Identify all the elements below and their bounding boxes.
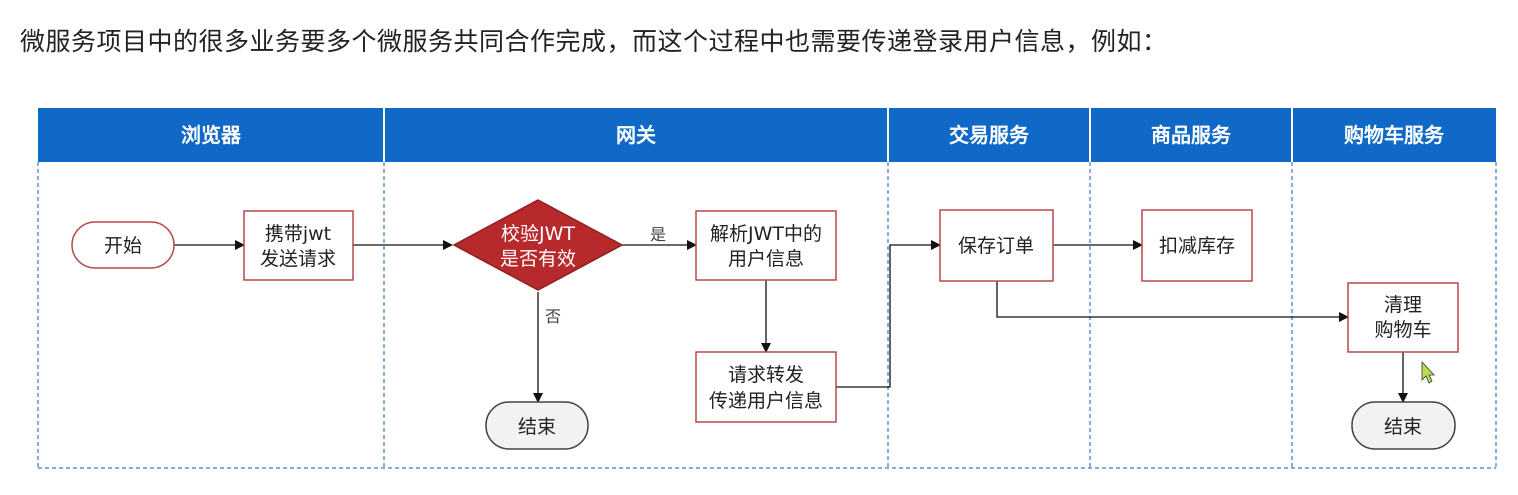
svg-text:购物车: 购物车 — [1374, 319, 1431, 341]
node-forward-request: 请求转发 传递用户信息 — [695, 351, 837, 423]
node-end-cart: 结束 — [1351, 401, 1456, 450]
node-parse-jwt: 解析JWT中的 用户信息 — [695, 210, 837, 281]
lane-frame — [37, 162, 1497, 469]
mouse-pointer-icon — [1421, 360, 1435, 384]
node-end-gateway: 结束 — [485, 401, 589, 450]
lane-title-item-service: 商品服务 — [1151, 123, 1232, 147]
edge-label-no: 否 — [545, 307, 561, 326]
node-clear-cart: 清理 购物车 — [1347, 282, 1459, 353]
node-start: 开始 — [71, 221, 175, 269]
edge-order-to-cart — [996, 281, 1349, 322]
intro-text: 微服务项目中的很多业务要多个微服务共同合作完成，而这个过程中也需要传递登录用户信… — [20, 27, 1168, 56]
svg-text:传递用户信息: 传递用户信息 — [709, 390, 823, 412]
lane-title-browser: 浏览器 — [181, 123, 242, 147]
lane-header-band — [38, 108, 1496, 162]
svg-text:保存订单: 保存订单 — [958, 235, 1034, 257]
node-deduct-stock: 扣减库存 — [1141, 209, 1253, 282]
lane-title-gateway: 网关 — [616, 123, 656, 147]
svg-text:结束: 结束 — [518, 416, 556, 438]
svg-text:开始: 开始 — [104, 235, 142, 257]
edge-forward-to-order — [836, 240, 941, 388]
svg-text:是否有效: 是否有效 — [500, 248, 576, 270]
svg-text:携带jwt: 携带jwt — [265, 223, 331, 245]
node-verify-jwt: 校验JWT 是否有效 — [452, 199, 624, 291]
svg-text:解析JWT中的: 解析JWT中的 — [710, 223, 822, 245]
lane-title-cart-service: 购物车服务 — [1344, 123, 1445, 147]
svg-text:扣减库存: 扣减库存 — [1159, 235, 1235, 257]
svg-text:请求转发: 请求转发 — [728, 364, 804, 386]
svg-text:校验JWT: 校验JWT — [501, 223, 575, 245]
svg-text:结束: 结束 — [1384, 416, 1422, 438]
node-send-request: 携带jwt 发送请求 — [243, 210, 354, 281]
lane-title-trade-service: 交易服务 — [949, 123, 1030, 147]
svg-text:发送请求: 发送请求 — [260, 248, 336, 270]
edge-label-yes: 是 — [650, 225, 666, 244]
svg-text:清理: 清理 — [1384, 294, 1422, 316]
svg-text:用户信息: 用户信息 — [728, 248, 804, 270]
node-save-order: 保存订单 — [939, 209, 1054, 282]
